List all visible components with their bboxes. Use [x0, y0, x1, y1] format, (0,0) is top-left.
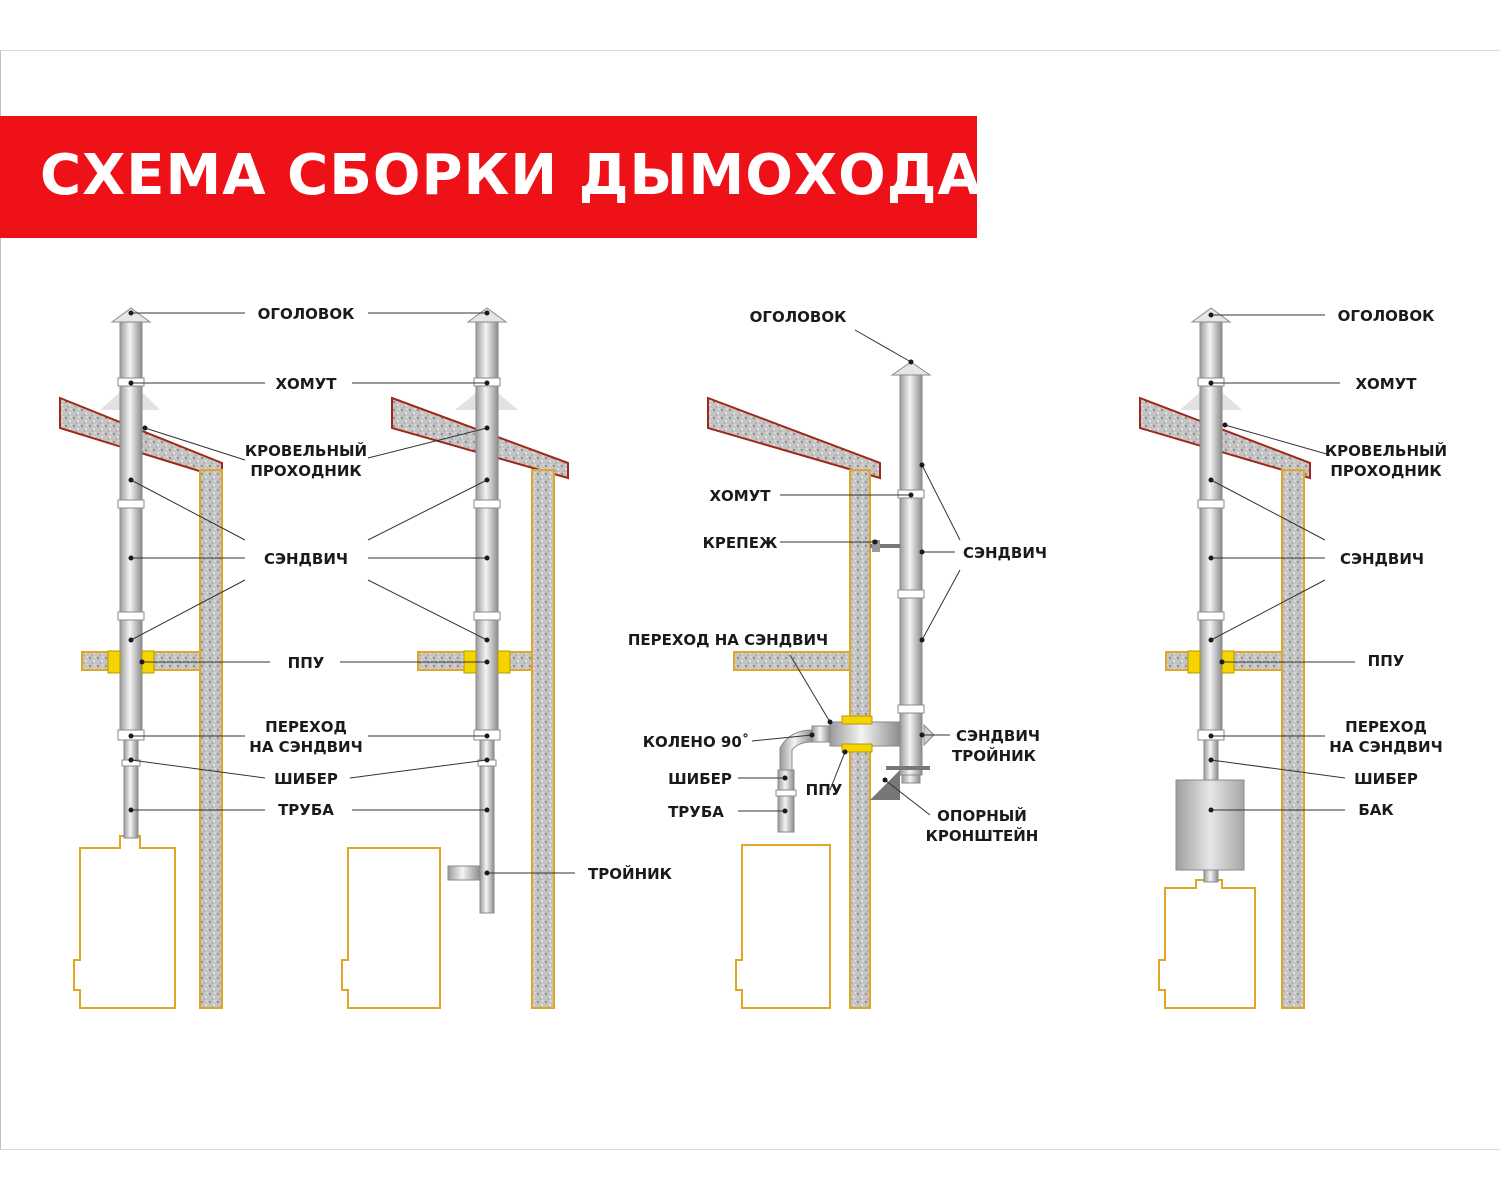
labels-c: ОГОЛОВОК ХОМУТ КРЕПЕЖ СЭНДВИЧ ПЕРЕХОД НА… [628, 308, 1047, 845]
label-c-ppu: ППУ [806, 781, 843, 799]
leaders-d [1210, 314, 1355, 811]
label-a-sandwich: СЭНДВИЧ [264, 550, 348, 568]
label-c-krepezh: КРЕПЕЖ [703, 534, 778, 552]
label-d-homut: ХОМУТ [1355, 375, 1417, 393]
label-c-bracket-2: КРОНШТЕЙН [926, 826, 1039, 845]
label-a-ppu: ППУ [288, 654, 325, 672]
page-frame [0, 50, 1500, 1150]
label-a-shiber: ШИБЕР [274, 770, 338, 788]
scheme-b [340, 307, 575, 1009]
stove-b [341, 847, 441, 1009]
scheme-d [1139, 307, 1355, 1009]
leaders-c [738, 329, 961, 816]
leaders-a [130, 312, 270, 811]
label-d-transition-2: НА СЭНДВИЧ [1329, 738, 1442, 756]
label-d-shiber: ШИБЕР [1354, 770, 1418, 788]
label-c-homut: ХОМУТ [709, 487, 771, 505]
label-a-homut: ХОМУТ [275, 375, 337, 393]
label-a-roof-pass-2: ПРОХОДНИК [250, 462, 362, 480]
labels-d: ОГОЛОВОК ХОМУТ КРОВЕЛЬНЫЙ ПРОХОДНИК СЭНД… [1325, 307, 1447, 819]
label-a-truba: ТРУБА [278, 801, 334, 819]
stove-d [1158, 879, 1256, 1009]
page-title: СХЕМА СБОРКИ ДЫМОХОДА [40, 143, 982, 208]
label-d-bak: БАК [1358, 801, 1394, 819]
label-d-sandwich: СЭНДВИЧ [1340, 550, 1424, 568]
scheme-c [707, 329, 961, 1009]
label-d-transition-1: ПЕРЕХОД [1345, 718, 1427, 736]
pipe-b [447, 307, 511, 914]
label-c-koleno: КОЛЕНО 90˚ [643, 733, 750, 751]
pipe-c [775, 361, 935, 833]
label-d-ppu: ППУ [1368, 652, 1405, 670]
floor-c [733, 651, 851, 671]
leader-dots [128, 310, 1228, 876]
label-a-ogolovok: ОГОЛОВОК [258, 305, 355, 323]
label-c-ogolovok: ОГОЛОВОК [750, 308, 847, 326]
label-a-transition-2: НА СЭНДВИЧ [249, 738, 362, 756]
label-c-transition: ПЕРЕХОД НА СЭНДВИЧ [628, 631, 828, 649]
label-c-truba: ТРУБА [668, 803, 724, 821]
label-c-sandwich: СЭНДВИЧ [963, 544, 1047, 562]
label-c-shiber: ШИБЕР [668, 770, 732, 788]
label-a-transition-1: ПЕРЕХОД [265, 718, 347, 736]
label-a-troinik: ТРОЙНИК [588, 864, 673, 883]
label-a-roof-pass-1: КРОВЕЛЬНЫЙ [245, 441, 367, 460]
roof-d [1139, 396, 1311, 1009]
label-d-roof-pass-2: ПРОХОДНИК [1330, 462, 1442, 480]
stove-c [735, 844, 831, 1009]
label-d-roof-pass-1: КРОВЕЛЬНЫЙ [1325, 441, 1447, 460]
label-c-sandwich-tee-1: СЭНДВИЧ [956, 727, 1040, 745]
label-d-ogolovok: ОГОЛОВОК [1338, 307, 1435, 325]
labels-a: ОГОЛОВОК ХОМУТ КРОВЕЛЬНЫЙ ПРОХОДНИК СЭНД… [245, 305, 673, 883]
label-c-bracket-1: ОПОРНЫЙ [937, 806, 1027, 825]
scheme-a [59, 307, 270, 1009]
pipe-d [1175, 307, 1245, 883]
label-c-sandwich-tee-2: ТРОЙНИК [952, 746, 1037, 765]
title-banner [0, 116, 977, 238]
leaders-b [340, 312, 575, 874]
stove-a [73, 835, 176, 1009]
